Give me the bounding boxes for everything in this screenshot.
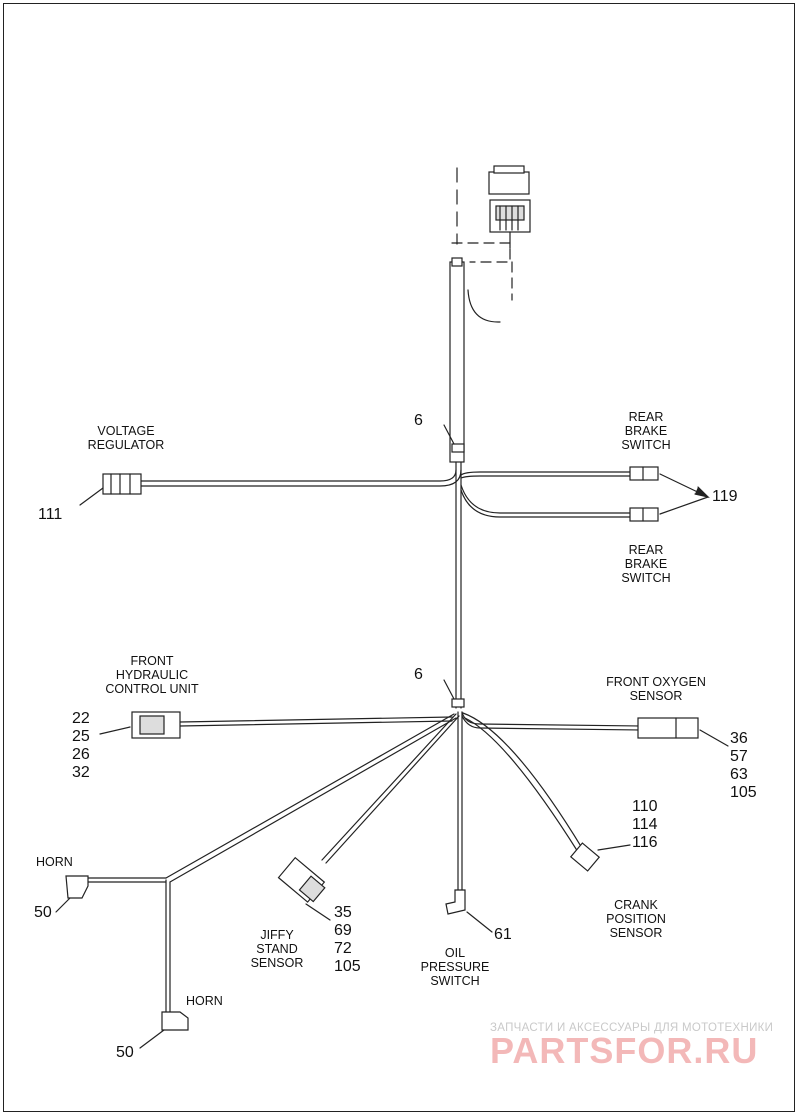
oil-pressure-switch-connector bbox=[445, 889, 466, 915]
ecu-connector-group bbox=[451, 165, 531, 323]
rear-brake-switch-label-upper: REAR BRAKE SWITCH bbox=[621, 410, 671, 452]
lower-clip bbox=[451, 698, 465, 708]
voltage-regulator-label: VOLTAGE REGULATOR bbox=[87, 424, 165, 452]
callout-rear-brake-switch: 119 bbox=[712, 488, 738, 505]
callout-oxygen-sensor: 36 57 63 105 bbox=[730, 730, 757, 801]
horn-label-upper: HORN bbox=[36, 855, 73, 869]
watermark-subtitle: ЗАПЧАСТИ И АКСЕССУАРЫ ДЛЯ МОТОТЕХНИКИ bbox=[490, 1022, 774, 1034]
jiffy-stand-connector bbox=[277, 856, 326, 903]
horn-branch bbox=[55, 713, 457, 1049]
jiffy-stand-branch bbox=[277, 713, 460, 921]
crank-sensor-connector bbox=[569, 842, 601, 872]
crank-sensor-branch bbox=[462, 712, 631, 872]
voltage-regulator-branch bbox=[79, 469, 462, 506]
callout-clip-lower: 6 bbox=[414, 666, 423, 683]
rear-brake-switch-label-lower: REAR BRAKE SWITCH bbox=[621, 543, 671, 585]
upper-clip bbox=[451, 443, 465, 453]
oil-pressure-label: OIL PRESSURE SWITCH bbox=[420, 946, 490, 988]
top-clip bbox=[451, 257, 463, 267]
oxygen-sensor-connector bbox=[637, 717, 699, 739]
hcu-branch bbox=[99, 711, 453, 739]
jiffy-stand-label: JIFFY STAND SENSOR bbox=[250, 928, 304, 970]
main-trunk bbox=[443, 257, 465, 709]
rear-brake-switch-connector-lower bbox=[629, 507, 659, 522]
crank-sensor-label: CRANK POSITION SENSOR bbox=[606, 898, 666, 940]
oxygen-sensor-label: FRONT OXYGEN SENSOR bbox=[606, 675, 706, 703]
oil-pressure-branch bbox=[445, 711, 493, 933]
callout-clip-upper: 6 bbox=[414, 412, 423, 429]
voltage-regulator-connector bbox=[102, 473, 142, 495]
horn-connector-lower bbox=[161, 1011, 189, 1031]
callout-voltage-regulator: 111 bbox=[38, 506, 63, 523]
horn-connector-upper bbox=[65, 875, 89, 899]
callout-crank-sensor: 110 114 116 bbox=[632, 798, 658, 851]
callout-hcu: 22 25 26 32 bbox=[72, 710, 90, 781]
page-border bbox=[3, 3, 795, 1112]
callout-jiffy-stand: 35 69 72 105 bbox=[334, 904, 361, 975]
horn-label-lower: HORN bbox=[186, 994, 223, 1008]
callout-horn-upper: 50 bbox=[34, 904, 52, 921]
oxygen-sensor-branch bbox=[461, 711, 729, 747]
watermark-logo: PARTSFOR.RU bbox=[490, 1030, 759, 1071]
rear-brake-switch-branches bbox=[460, 466, 710, 522]
callout-oil-pressure: 61 bbox=[494, 926, 512, 943]
hcu-label: FRONT HYDRAULIC CONTROL UNIT bbox=[105, 654, 199, 696]
rear-brake-switch-connector-upper bbox=[629, 466, 659, 481]
callout-horn-lower: 50 bbox=[116, 1044, 134, 1061]
